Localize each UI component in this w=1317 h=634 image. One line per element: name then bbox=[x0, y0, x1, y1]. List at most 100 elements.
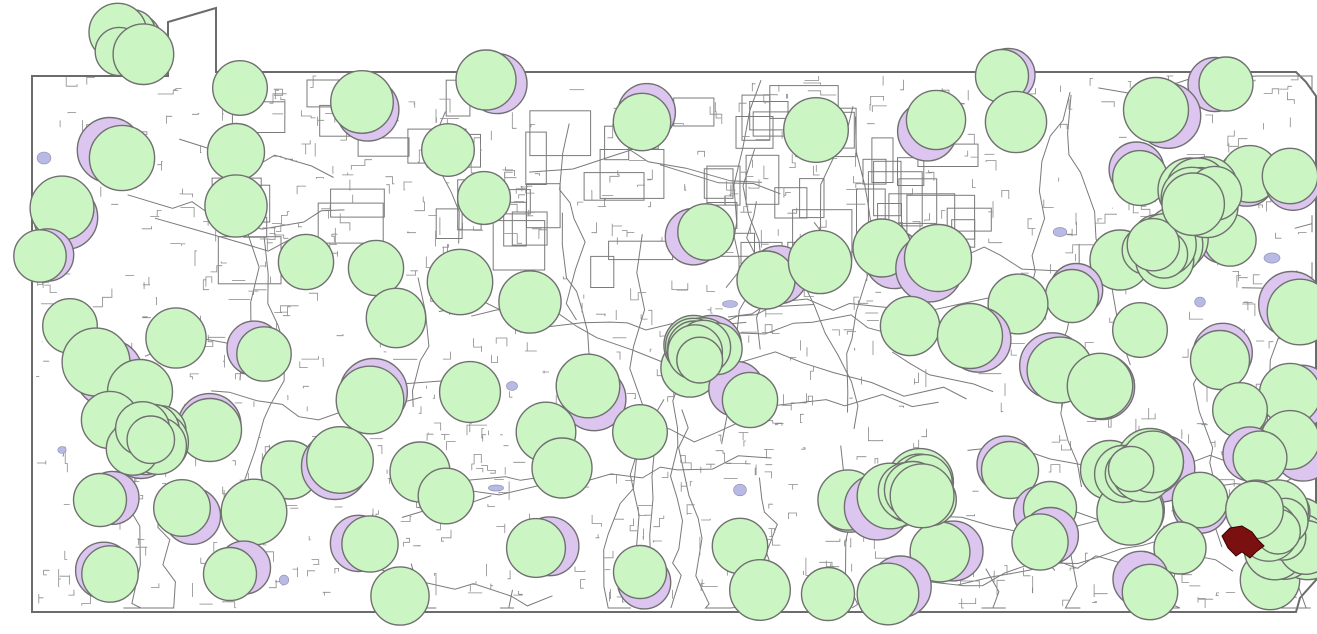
municipal-boundary bbox=[496, 523, 506, 533]
municipal-boundary bbox=[898, 405, 904, 408]
coverage-circle[interactable] bbox=[856, 562, 920, 626]
coverage-circle[interactable] bbox=[879, 295, 941, 357]
coverage-circle[interactable] bbox=[13, 229, 67, 283]
municipal-boundary bbox=[730, 184, 739, 195]
coverage-circle[interactable] bbox=[612, 544, 668, 600]
coverage-circle[interactable] bbox=[555, 353, 621, 419]
municipal-boundary bbox=[647, 169, 653, 181]
coverage-circle[interactable] bbox=[72, 472, 128, 528]
coverage-circle[interactable] bbox=[211, 60, 268, 116]
coverage-circle[interactable] bbox=[612, 92, 672, 152]
municipal-boundary bbox=[301, 356, 319, 360]
coverage-circle-cluster[interactable] bbox=[889, 463, 955, 529]
municipal-boundary bbox=[407, 231, 417, 234]
municipal-boundary bbox=[853, 175, 862, 184]
municipal-boundary bbox=[442, 244, 449, 253]
coverage-circle[interactable] bbox=[426, 248, 494, 316]
coverage-circle[interactable] bbox=[417, 467, 475, 525]
municipal-boundary bbox=[622, 230, 635, 237]
coverage-circle[interactable] bbox=[370, 566, 430, 626]
coverage-circle[interactable] bbox=[1232, 430, 1288, 486]
coverage-circle[interactable] bbox=[1189, 329, 1251, 391]
coverage-circle[interactable] bbox=[145, 307, 207, 369]
coverage-circle[interactable] bbox=[438, 360, 502, 424]
coverage-circle-cluster[interactable] bbox=[1161, 172, 1226, 237]
coverage-circle[interactable] bbox=[905, 89, 967, 151]
coverage-circle[interactable] bbox=[787, 229, 853, 295]
municipal-boundary bbox=[900, 79, 904, 91]
coverage-circle[interactable] bbox=[1011, 513, 1069, 571]
coverage-circle[interactable] bbox=[903, 223, 973, 293]
municipal-boundary bbox=[1089, 78, 1094, 86]
coverage-circle[interactable] bbox=[341, 515, 399, 573]
coverage-circle[interactable] bbox=[1266, 278, 1317, 346]
municipal-boundary bbox=[1181, 429, 1183, 439]
coverage-circle[interactable] bbox=[800, 566, 856, 622]
coverage-circle[interactable] bbox=[177, 397, 243, 463]
municipal-boundary bbox=[525, 342, 537, 352]
coverage-circle[interactable] bbox=[236, 326, 292, 382]
municipal-boundary bbox=[530, 124, 535, 128]
coverage-circle[interactable] bbox=[721, 371, 779, 429]
municipal-boundary bbox=[441, 529, 452, 542]
municipal-boundary bbox=[58, 569, 61, 588]
coverage-circle[interactable] bbox=[498, 270, 562, 334]
municipal-boundary bbox=[787, 207, 798, 214]
coverage-circle[interactable] bbox=[1198, 56, 1254, 112]
coverage-circle[interactable] bbox=[206, 122, 266, 182]
coverage-circle[interactable] bbox=[421, 122, 476, 177]
coverage-circle[interactable] bbox=[783, 96, 850, 163]
coverage-circle[interactable] bbox=[1066, 352, 1134, 420]
coverage-circle[interactable] bbox=[729, 559, 792, 622]
coverage-circle[interactable] bbox=[204, 174, 268, 238]
coverage-circle[interactable] bbox=[456, 170, 512, 226]
municipal-boundary bbox=[406, 270, 418, 276]
coverage-circle[interactable] bbox=[88, 124, 156, 192]
coverage-circle-cluster[interactable] bbox=[1126, 217, 1181, 272]
coverage-circle[interactable] bbox=[202, 546, 258, 602]
coverage-circle[interactable] bbox=[1044, 268, 1100, 324]
municipal-boundary bbox=[306, 570, 316, 577]
municipal-boundary bbox=[64, 550, 68, 560]
municipal-boundary bbox=[157, 160, 163, 171]
coverage-circle[interactable] bbox=[1261, 147, 1317, 205]
coverage-circle[interactable] bbox=[330, 69, 395, 134]
coverage-circle[interactable] bbox=[455, 49, 517, 111]
coverage-circle[interactable] bbox=[277, 233, 335, 291]
municipal-boundary bbox=[810, 366, 816, 380]
water-body bbox=[1263, 252, 1281, 264]
coverage-circle[interactable] bbox=[984, 90, 1048, 154]
coverage-circle[interactable] bbox=[531, 437, 593, 499]
coverage-circle[interactable] bbox=[980, 440, 1040, 500]
coverage-circle[interactable] bbox=[365, 287, 427, 349]
coverage-circle[interactable] bbox=[612, 404, 669, 461]
water-body bbox=[57, 446, 67, 454]
municipal-boundary bbox=[180, 243, 186, 246]
municipal-boundary bbox=[724, 195, 734, 206]
coverage-circle-cluster[interactable] bbox=[112, 23, 175, 86]
coverage-circle-cluster[interactable] bbox=[1107, 445, 1155, 493]
coverage-circle[interactable] bbox=[81, 545, 139, 603]
coverage-circle[interactable] bbox=[220, 478, 288, 546]
municipal-boundary bbox=[1290, 76, 1303, 81]
coverage-circle[interactable] bbox=[152, 479, 211, 538]
coverage-circle[interactable] bbox=[347, 239, 405, 297]
coverage-circle[interactable] bbox=[677, 203, 735, 261]
coverage-circle[interactable] bbox=[936, 302, 1004, 370]
coverage-circle-cluster[interactable] bbox=[126, 415, 176, 465]
coverage-circle-cluster[interactable] bbox=[676, 336, 724, 384]
coverage-circle[interactable] bbox=[1121, 563, 1179, 621]
coverage-circle[interactable] bbox=[1153, 521, 1207, 575]
coverage-circle[interactable] bbox=[335, 365, 405, 435]
coverage-circle[interactable] bbox=[736, 250, 796, 310]
municipal-boundary bbox=[854, 347, 856, 351]
coverage-circle[interactable] bbox=[1171, 471, 1229, 529]
coverage-circle[interactable] bbox=[306, 426, 375, 495]
coverage-circle[interactable] bbox=[505, 517, 567, 579]
coverage-circle[interactable] bbox=[1111, 302, 1168, 359]
coverage-circles-layer bbox=[13, 2, 1317, 626]
highlighted-region[interactable] bbox=[1221, 525, 1265, 559]
coverage-circle[interactable] bbox=[1122, 76, 1190, 144]
